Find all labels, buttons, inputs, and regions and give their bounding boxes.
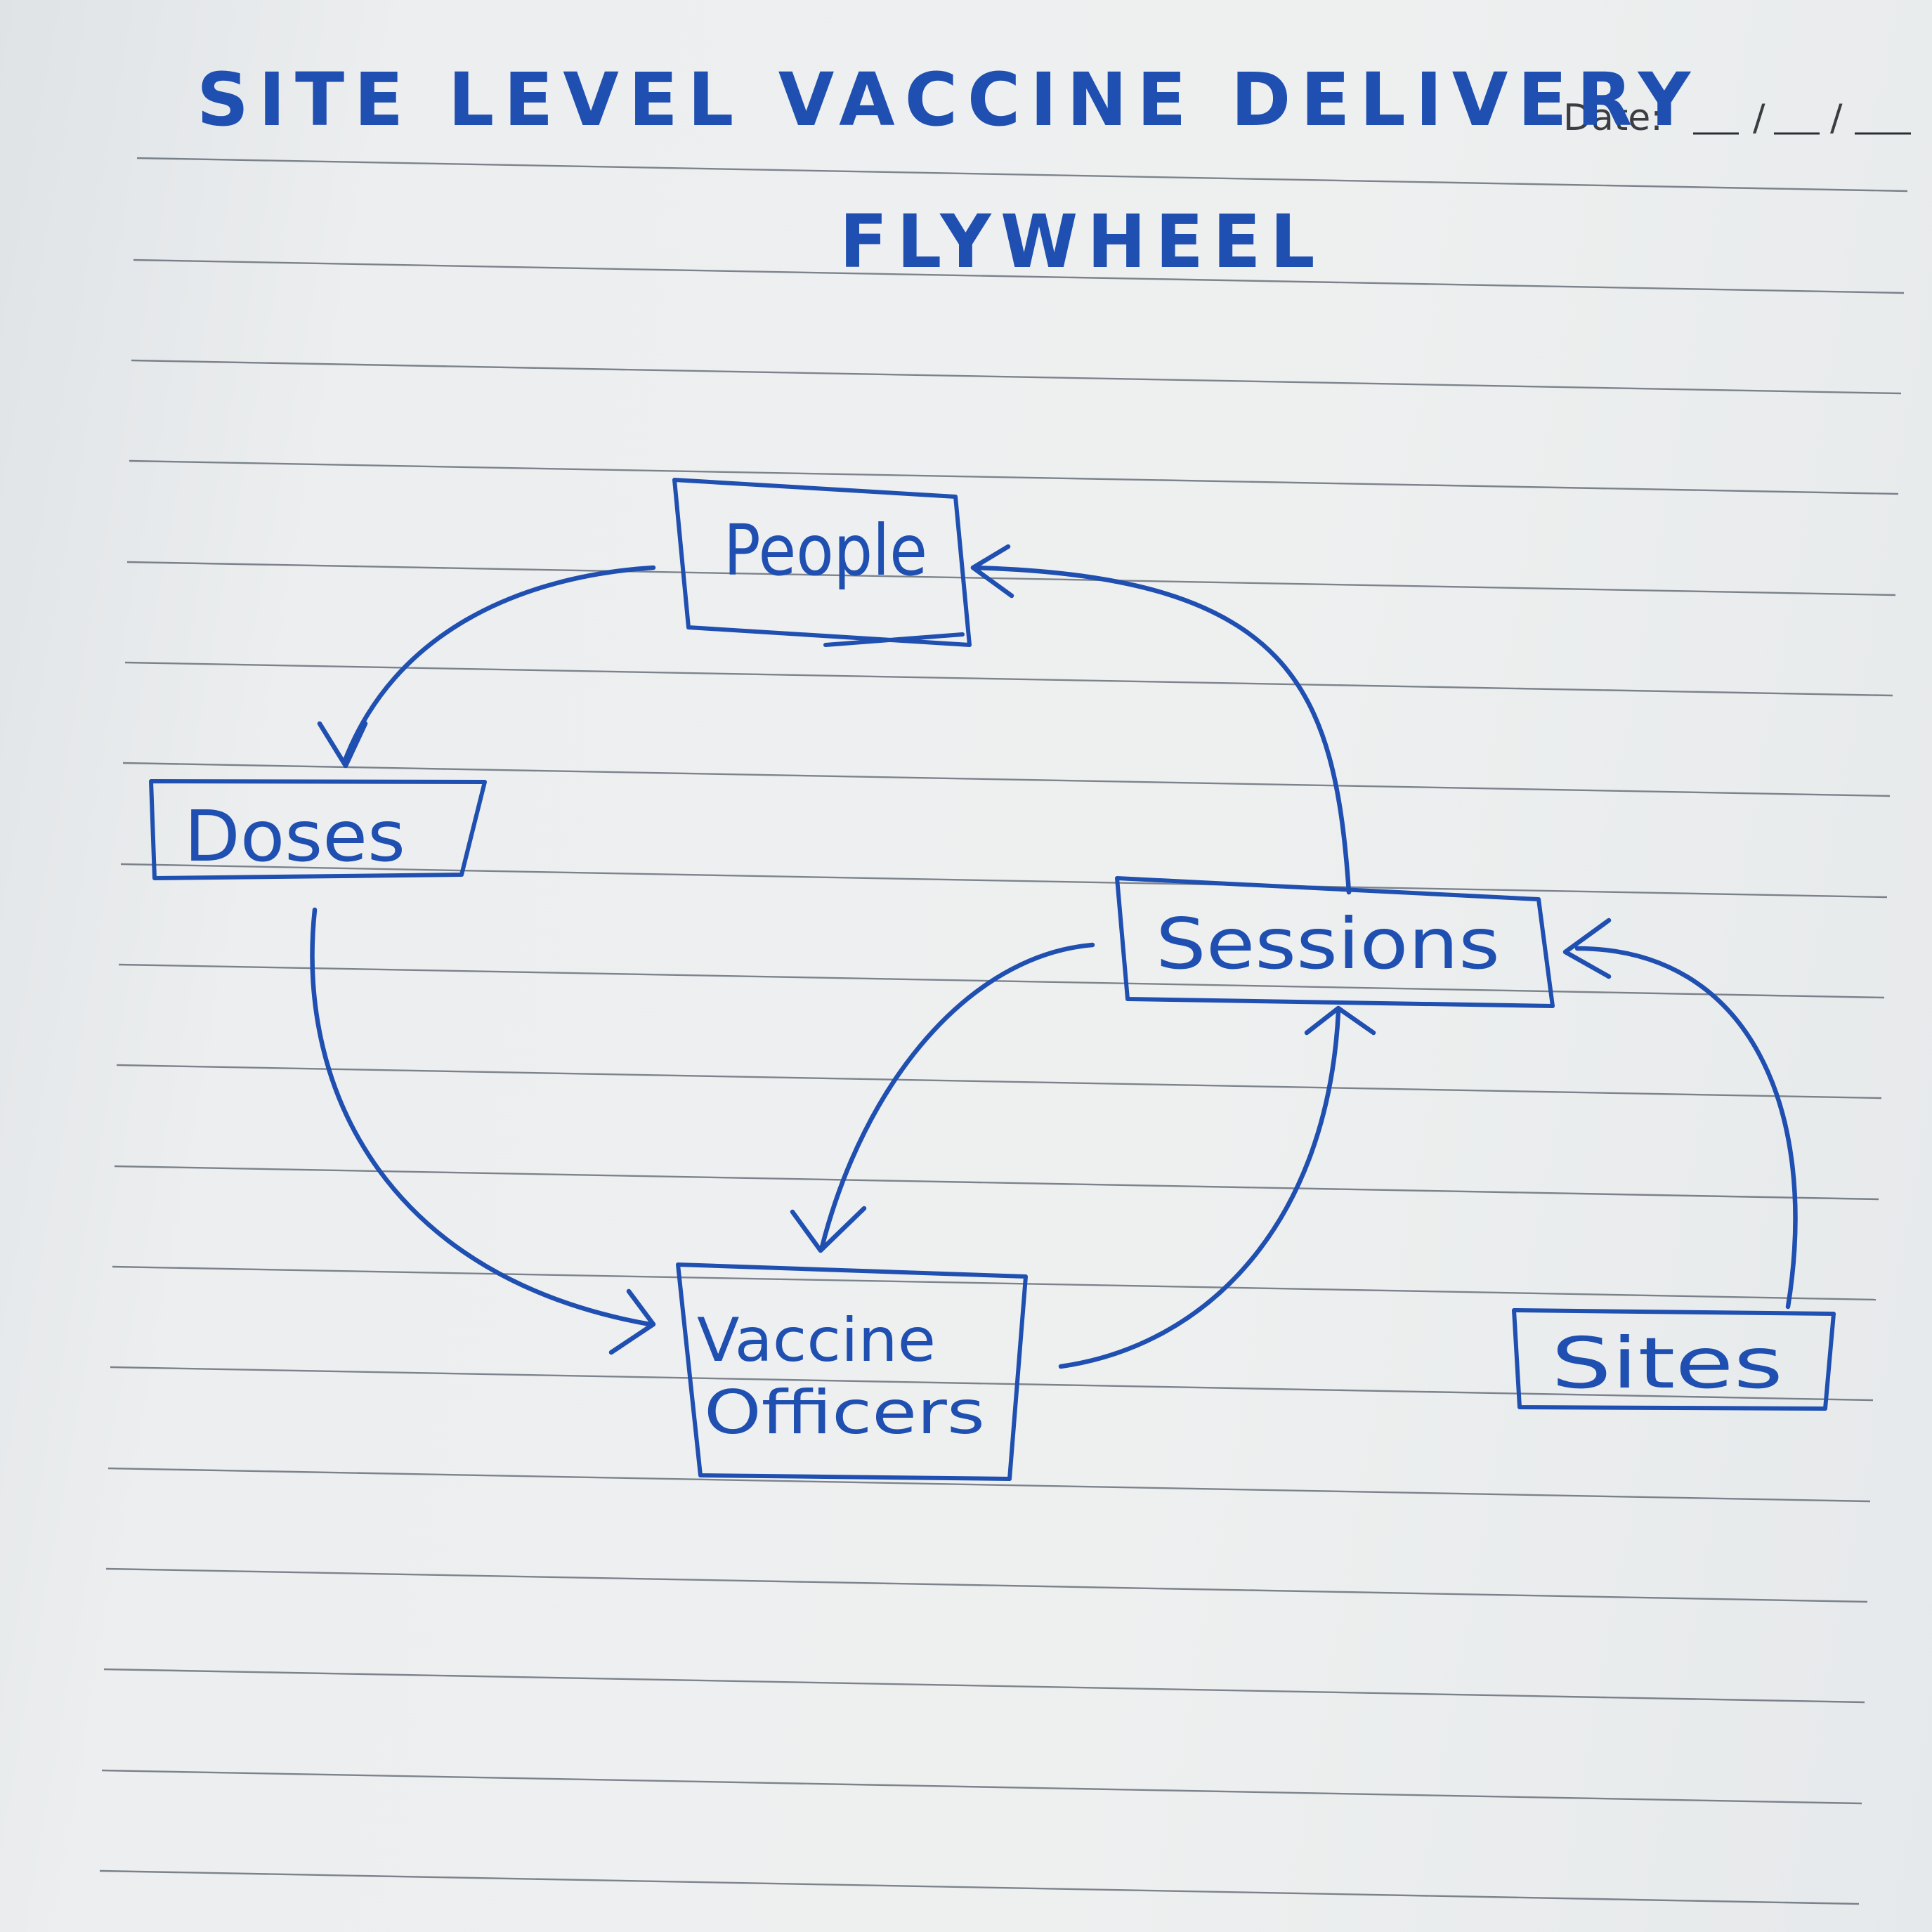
node-sessions-box (1115, 876, 1555, 1008)
node-sessions-label: Sessions (1156, 903, 1500, 985)
arrowhead-vaccine-officers-top (790, 1206, 867, 1253)
arrowhead-doses (317, 721, 368, 769)
node-people: People (672, 478, 972, 647)
arrowhead-sessions-right (1562, 918, 1612, 979)
node-doses-box (149, 779, 487, 880)
date-field: Date: / / (1563, 97, 1911, 139)
node-vaccine-officers-box (676, 1262, 1028, 1481)
node-sites: Sites (1512, 1308, 1836, 1411)
edge-vaccine-officers-to-sessions (1058, 1005, 1376, 1369)
edge-sessions-to-vaccine-officers (790, 942, 1095, 1253)
node-sessions: Sessions (1115, 876, 1555, 1008)
edge-doses-to-vaccine-officers (310, 907, 656, 1355)
edge-sites-to-sessions (1562, 918, 1798, 1310)
node-sites-label: Sites (1551, 1322, 1783, 1404)
node-people-box (672, 478, 972, 647)
arrowhead-sessions-bottom (1304, 1005, 1376, 1036)
date-separator: / (1830, 97, 1843, 139)
node-people-label: People (724, 509, 927, 592)
diagram-subtitle: FLYWHEEL (840, 199, 1324, 285)
node-vaccine-officers: Vaccine Officers (676, 1262, 1028, 1481)
node-vaccine-officers-label-line2: Officers (704, 1378, 985, 1448)
arrowhead-people (970, 544, 1014, 599)
diagram-title: SITE LEVEL VACCINE DELIVERY (197, 57, 1700, 143)
date-label: Date: (1563, 97, 1663, 139)
date-separator: / (1753, 97, 1765, 139)
ruled-lines (99, 157, 1908, 1905)
edge-people-to-doses (317, 565, 656, 769)
node-doses: Doses (149, 779, 487, 880)
node-doses-label: Doses (184, 795, 405, 877)
node-vaccine-officers-label-line1: Vaccine (697, 1305, 936, 1376)
arrowhead-vaccine-officers-left (608, 1288, 656, 1355)
edge-sessions-to-people (970, 544, 1352, 895)
node-sites-box (1512, 1308, 1836, 1411)
